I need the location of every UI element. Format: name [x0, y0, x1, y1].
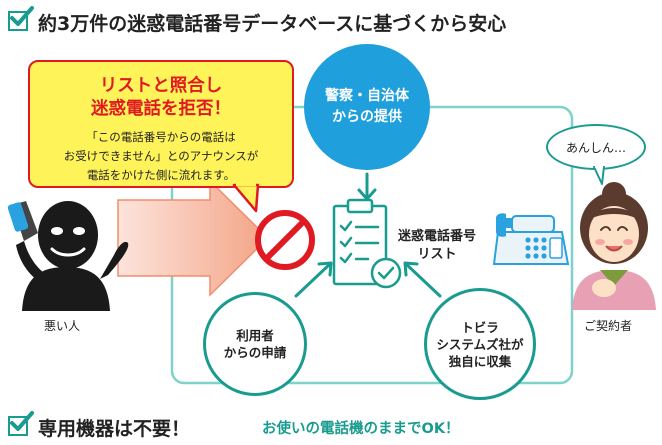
callout-body-line-1: 「この電話番号からの電話は — [86, 130, 236, 144]
callout-box: リストと照合し 迷惑電話を拒否！ 「この電話番号からの電話は お受けできません」… — [28, 60, 294, 188]
footer-title: 専用機器は不要！ — [38, 418, 191, 440]
bubble-text: あんしん… — [565, 140, 626, 155]
tobira-line-1: トビラ — [461, 319, 499, 335]
bad-person-label: 悪い人 — [44, 319, 81, 333]
prohibited-icon — [255, 210, 315, 270]
tobira-line-2: システムズ社が — [436, 336, 524, 352]
checkbox-icon-footer — [8, 411, 34, 436]
tobira-line-3: 独自に収集 — [448, 353, 512, 369]
bad-person-icon — [7, 201, 129, 311]
tobira-collection-circle: トビラシステムズ社が独自に収集 — [424, 288, 536, 400]
callout-body: 「この電話番号からの電話は お受けできません」とのアナウンスが 電話をかけた側に… — [30, 128, 292, 185]
callout-title-2: 迷惑電話を拒否！ — [91, 99, 231, 119]
list-line-2: リスト — [417, 247, 457, 262]
callout-body-line-3: 電話をかけた側に流れます。 — [86, 168, 236, 182]
police-line-2: からの提供 — [332, 109, 402, 125]
checkbox-icon — [8, 6, 34, 31]
police-line-1: 警察・自治体 — [325, 88, 409, 104]
nuisance-list-label: 迷惑電話番号 リスト — [398, 228, 476, 264]
telephone-icon — [492, 213, 570, 265]
customer-label: ご契約者 — [584, 319, 633, 333]
callout-body-line-2: お受けできません」とのアナウンスが — [63, 149, 259, 163]
clipboard-list-icon — [332, 198, 402, 289]
list-line-1: 迷惑電話番号 — [398, 229, 477, 244]
user-request-line-2: からの申請 — [223, 345, 287, 360]
user-request-circle: 利用者からの申請 — [203, 292, 307, 396]
customer-icon — [572, 182, 656, 310]
police-source-circle: 警察・自治体からの提供 — [304, 44, 430, 170]
page-title: 約3万件の迷惑電話番号データベースに基づくから安心 — [38, 13, 507, 35]
footer-subtitle: お使いの電話機のままでOK！ — [262, 421, 460, 437]
user-request-line-1: 利用者 — [236, 328, 274, 343]
callout-title-1: リストと照合し — [99, 76, 223, 96]
